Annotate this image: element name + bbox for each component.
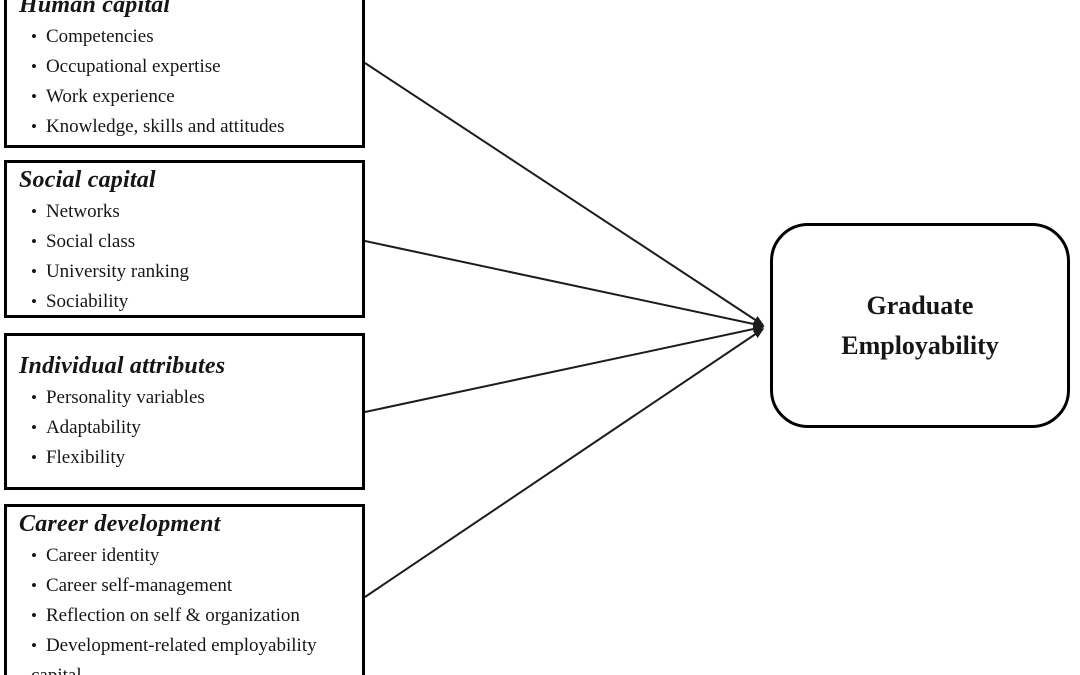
item-text: Social class [45, 231, 136, 252]
factor-box-social-capital: Social capital • Networks • Social class •… [4, 160, 365, 318]
list-item: • Occupational expertise [31, 52, 350, 82]
arrow-social-capital-to-outcome [364, 240, 765, 329]
bullet-list: • Networks • Social class • University rank… [19, 197, 350, 317]
list-item: • Adaptability [31, 413, 350, 443]
bullet-icon: • [31, 202, 37, 221]
list-item: • Career identity [31, 541, 350, 571]
list-item: • Competencies [31, 22, 350, 52]
box-title: Career development [19, 511, 221, 537]
bullet-list: • Personality variables • Adaptability • Fl… [19, 383, 350, 473]
bullet-icon: • [31, 636, 37, 655]
bullet-list: • Career identity • Career self-management… [19, 541, 350, 675]
bullet-icon: • [31, 388, 37, 407]
item-text: Sociability [45, 291, 129, 312]
outcome-title: Graduate Employability [841, 286, 998, 366]
bullet-list: • Competencies • Occupational expertise • W… [19, 22, 350, 142]
bullet-icon: • [31, 418, 37, 437]
bullet-icon: • [31, 57, 37, 76]
list-item: • Sociability [31, 287, 350, 317]
item-text: Networks [45, 201, 120, 222]
list-item: • Reflection on self & organization [31, 601, 350, 631]
list-item: • Knowledge, skills and attitudes [31, 112, 350, 142]
bullet-icon: • [31, 546, 37, 565]
list-item: • Career self-management [31, 571, 350, 601]
item-text: Work experience [45, 86, 175, 107]
item-text: Flexibility [45, 447, 126, 468]
bullet-icon: • [31, 606, 37, 625]
factor-box-individual-attributes: Individual attributes • Personality varia… [4, 333, 365, 490]
item-text: Development-related employability capita… [31, 635, 317, 675]
arrow-career-development-to-outcome [364, 328, 765, 598]
list-item: • Flexibility [31, 443, 350, 473]
list-item: • Social class [31, 227, 350, 257]
list-item: • University ranking [31, 257, 350, 287]
bullet-icon: • [31, 232, 37, 251]
factor-box-human-capital: Human capital • Competencies • Occupationa… [4, 0, 365, 148]
list-item: • Personality variables [31, 383, 350, 413]
outcome-box-graduate-employability: Graduate Employability [770, 223, 1070, 428]
item-text: University ranking [45, 261, 189, 282]
box-title: Individual attributes [19, 353, 226, 379]
item-text: Career identity [45, 545, 160, 566]
item-text: Personality variables [45, 387, 205, 408]
list-item: • Networks [31, 197, 350, 227]
bullet-icon: • [31, 262, 37, 281]
list-item: •Development-related employability capit… [31, 631, 350, 675]
list-item: • Work experience [31, 82, 350, 112]
item-text: Adaptability [45, 417, 141, 438]
item-text: Knowledge, skills and attitudes [45, 116, 285, 137]
bullet-icon: • [31, 448, 37, 467]
bullet-icon: • [31, 27, 37, 46]
outcome-title-line-1: Graduate [866, 290, 974, 320]
item-text: Reflection on self & organization [45, 605, 300, 626]
item-text: Career self-management [45, 575, 233, 596]
bullet-icon: • [31, 87, 37, 106]
bullet-icon: • [31, 117, 37, 136]
arrow-individual-attributes-to-outcome [364, 324, 765, 413]
factor-box-career-development: Career development • Career identity • Car… [4, 504, 365, 675]
item-text: Occupational expertise [45, 56, 221, 77]
bullet-icon: • [31, 292, 37, 311]
box-title: Social capital [19, 167, 156, 193]
bullet-icon: • [31, 576, 37, 595]
arrow-human-capital-to-outcome [364, 62, 765, 326]
outcome-title-line-2: Employability [841, 330, 999, 360]
item-text: Competencies [45, 26, 154, 47]
box-title: Human capital [19, 0, 171, 18]
